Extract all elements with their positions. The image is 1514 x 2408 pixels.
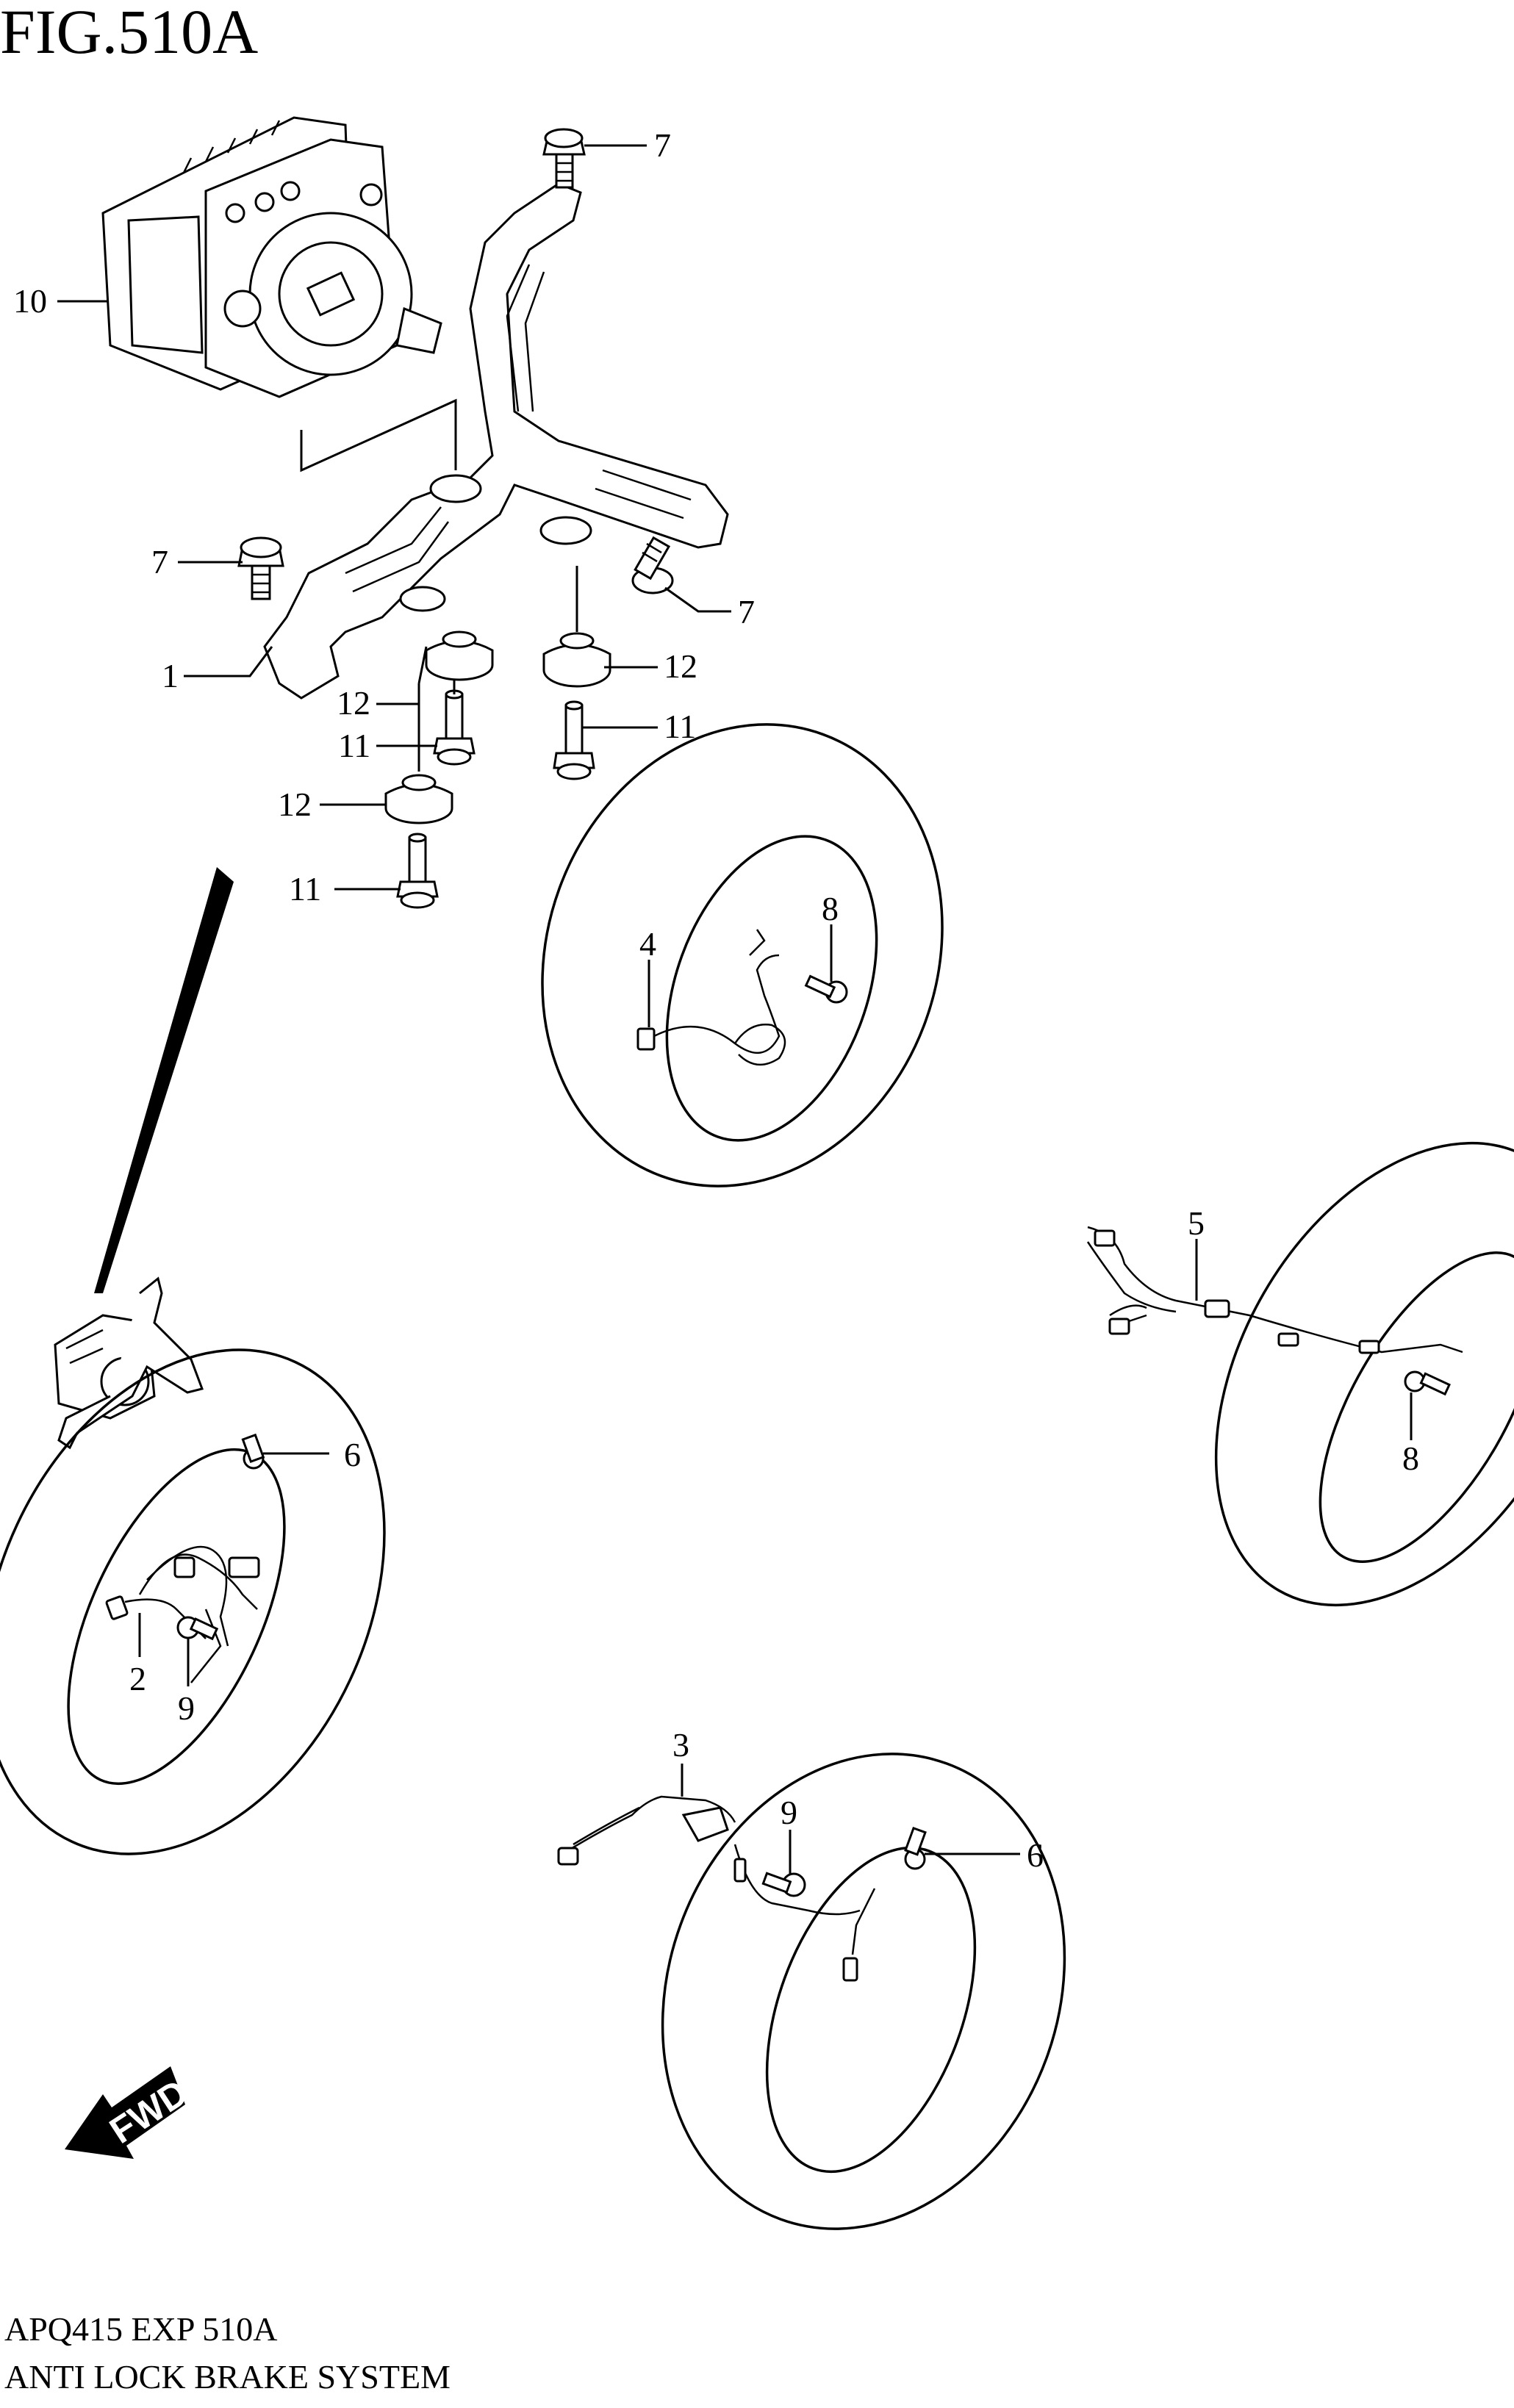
callout-12-right: 12 bbox=[664, 647, 697, 685]
collar-bolt-11-b bbox=[553, 700, 595, 780]
grommet-12-b bbox=[542, 632, 611, 688]
callout-6-bottom: 6 bbox=[1027, 1836, 1044, 1874]
callout-11-middle: 11 bbox=[338, 727, 370, 764]
bolt-8-right bbox=[1404, 1370, 1451, 1396]
callout-labels: 7 10 7 7 1 12 12 11 11 12 11 8 4 5 8 6 2… bbox=[13, 126, 1419, 1874]
bolt-8-top bbox=[804, 974, 848, 1004]
collar-bolt-11-c bbox=[396, 833, 439, 909]
callout-7-top: 7 bbox=[654, 126, 671, 164]
grommet-12-c bbox=[384, 774, 453, 824]
callout-11-right: 11 bbox=[664, 708, 696, 745]
callout-9-left: 9 bbox=[178, 1689, 195, 1727]
wheel-rear-left bbox=[557, 1753, 1066, 2230]
callout-12-lower: 12 bbox=[278, 786, 312, 823]
bolt-9-bottom bbox=[761, 1872, 806, 1897]
fwd-arrow-icon: FWD bbox=[65, 2066, 195, 2159]
callout-9-bottom: 9 bbox=[781, 1794, 797, 1831]
callout-2: 2 bbox=[129, 1660, 146, 1697]
bracket bbox=[263, 182, 729, 700]
figure-code: APQ415 EXP 510A bbox=[4, 2310, 277, 2348]
callout-4: 4 bbox=[639, 925, 656, 963]
callout-7-left: 7 bbox=[151, 543, 168, 581]
collar-bolt-11-a bbox=[433, 689, 476, 766]
figure-title: FIG.510A bbox=[0, 0, 258, 67]
callout-8-top: 8 bbox=[822, 890, 839, 927]
assembly-lines bbox=[417, 646, 456, 772]
leader-lines bbox=[57, 144, 1413, 1874]
bolt-6-bottom bbox=[904, 1826, 927, 1870]
callout-6-left: 6 bbox=[344, 1436, 361, 1473]
grommet-12-a bbox=[425, 630, 494, 681]
callout-8-right: 8 bbox=[1402, 1440, 1419, 1477]
callout-1: 1 bbox=[162, 657, 179, 694]
callout-12-middle: 12 bbox=[337, 684, 370, 722]
wheel-front-right bbox=[541, 723, 944, 1187]
bolt-7-right bbox=[631, 536, 674, 594]
callout-10: 10 bbox=[13, 282, 47, 320]
bolt-7-left bbox=[237, 536, 284, 600]
callout-7-right: 7 bbox=[738, 593, 755, 630]
pointer-wedge bbox=[94, 867, 234, 1293]
bolt-6-left bbox=[241, 1433, 265, 1470]
wheel-rear-right bbox=[1086, 1141, 1514, 1607]
abs-inset bbox=[54, 1276, 204, 1450]
bolt-9-left bbox=[176, 1616, 219, 1641]
callout-11-lower: 11 bbox=[289, 870, 321, 908]
callout-3: 3 bbox=[672, 1726, 689, 1764]
bolt-7-top bbox=[542, 128, 586, 189]
figure-name: ANTI LOCK BRAKE SYSTEM bbox=[4, 2358, 451, 2396]
abs-hydraulic-unit bbox=[101, 116, 442, 398]
wheel-front-left bbox=[0, 1348, 386, 1855]
callout-5: 5 bbox=[1188, 1204, 1205, 1242]
